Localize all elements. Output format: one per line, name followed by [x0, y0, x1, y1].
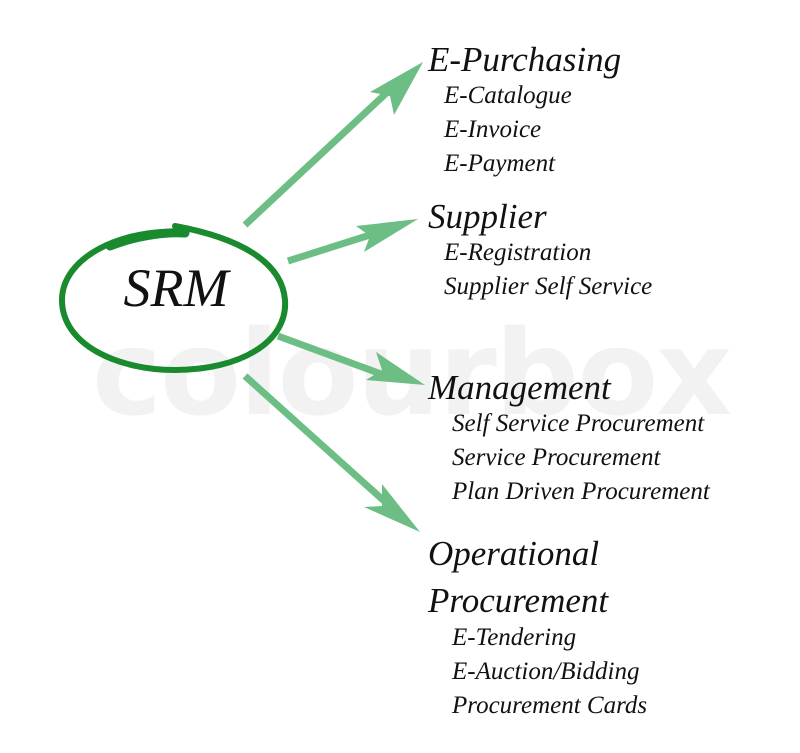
branch-item: Supplier Self Service: [444, 273, 653, 300]
branch-title-line-1: Operational: [428, 534, 600, 573]
arrow-operational-procurement: [242, 373, 420, 532]
branch-title: Supplier: [428, 197, 547, 236]
branch-item: Self Service Procurement: [452, 410, 705, 437]
branch-item: Service Procurement: [452, 444, 661, 471]
branch-e-purchasing: E-Purchasing E-Catalogue E-Invoice E-Pay…: [428, 41, 621, 181]
branch-item: E-Tendering: [452, 624, 577, 651]
branch-operational-procurement: Operational Procurement E-Tendering E-Au…: [428, 530, 647, 723]
branch-item: E-Registration: [444, 239, 592, 266]
branch-item: E-Catalogue: [444, 82, 572, 109]
center-ring-stroke-end: [105, 228, 190, 251]
branch-management: Management Self Service Procurement Serv…: [428, 369, 710, 509]
arrow-e-purchasing: [242, 62, 423, 228]
branch-item: E-Payment: [444, 150, 556, 177]
arrow-management: [276, 332, 425, 385]
arrow-supplier: [286, 219, 418, 265]
watermark: colourbox: [92, 304, 732, 442]
branch-item: Procurement Cards: [452, 692, 648, 719]
branch-title-line-2: Procurement: [428, 581, 609, 620]
branch-item: E-Invoice: [444, 116, 542, 143]
branch-supplier: Supplier E-Registration Supplier Self Se…: [428, 198, 652, 304]
branch-item: E-Auction/Bidding: [452, 658, 640, 685]
branch-item: Plan Driven Procurement: [452, 478, 710, 505]
center-ring: [58, 223, 289, 374]
center-label: SRM: [123, 258, 229, 318]
branch-title: Management: [428, 368, 611, 407]
branch-title: E-Purchasing: [428, 40, 622, 79]
